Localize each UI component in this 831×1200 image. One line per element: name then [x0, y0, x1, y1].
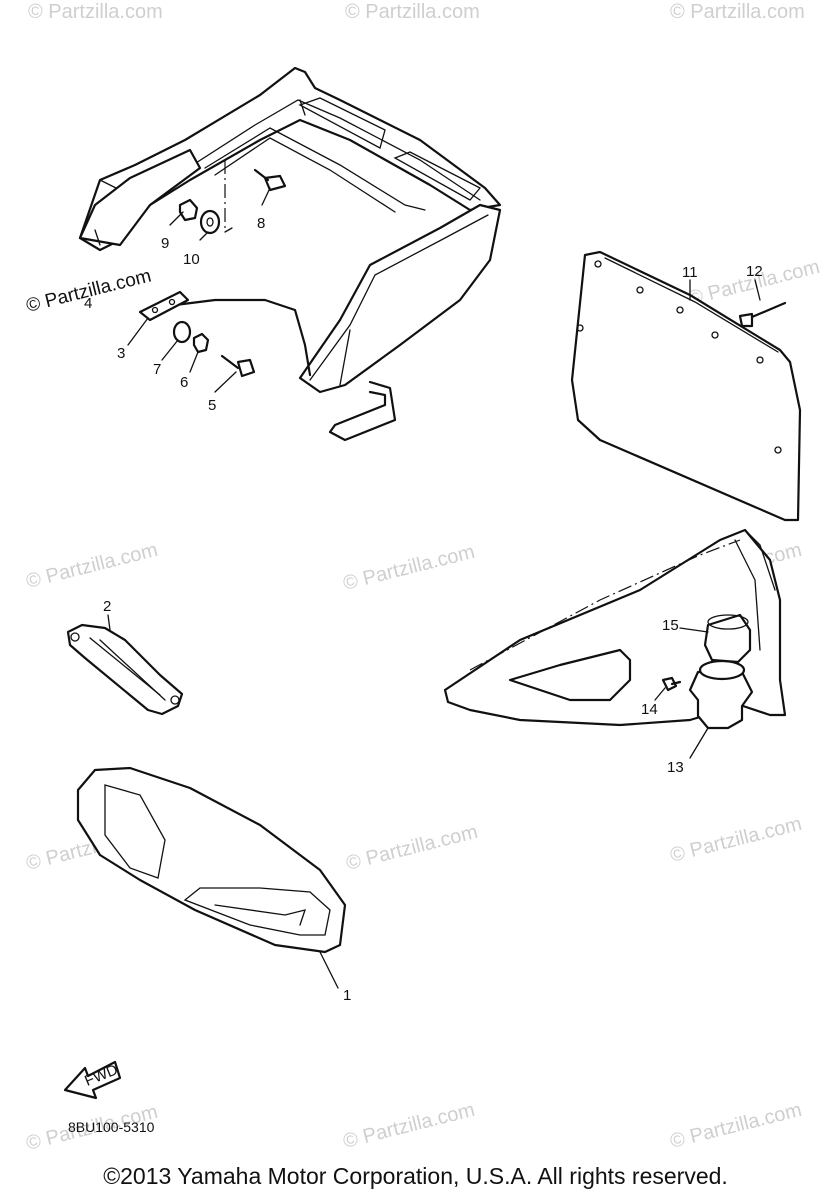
copyright-notice: ©2013 Yamaha Motor Corporation, U.S.A. A… — [103, 1163, 728, 1189]
callout-6: 6 — [180, 374, 188, 391]
lamp-housing-2 — [66, 623, 184, 716]
watermark: © Partzilla.com — [668, 813, 804, 867]
cover-1 — [76, 766, 347, 954]
callout-12: 12 — [746, 263, 763, 280]
watermark: © Partzilla.com — [28, 1, 163, 23]
watermark: © Partzilla.com — [345, 1, 480, 23]
callout-11: 11 — [682, 264, 698, 281]
callout-4: 4 — [84, 295, 92, 312]
callout-8: 8 — [257, 215, 265, 232]
cowl-assembly — [443, 528, 787, 730]
callout-5: 5 — [208, 397, 216, 414]
callout-14: 14 — [641, 701, 658, 718]
callout-7: 7 — [153, 361, 161, 378]
leader-lines — [107, 187, 761, 989]
callout-15: 15 — [662, 617, 679, 634]
fwd-arrow: FWD — [63, 1060, 122, 1100]
watermark: © Partzilla.com — [668, 1099, 804, 1153]
panel-11 — [570, 250, 802, 522]
callout-1: 1 — [343, 987, 351, 1004]
hardware-bolts — [172, 168, 287, 378]
diagram-code: 8BU100-5310 — [68, 1119, 155, 1135]
frame-assembly — [78, 66, 502, 442]
watermark: © Partzilla.com — [670, 1, 805, 23]
callout-3: 3 — [117, 345, 125, 362]
callout-2: 2 — [103, 598, 111, 615]
callout-labels: 1 2 3 4 5 6 7 8 9 10 11 12 13 14 15 — [84, 215, 763, 1004]
callout-13: 13 — [667, 759, 684, 776]
watermark: © Partzilla.com — [24, 539, 160, 593]
watermark: © Partzilla.com — [341, 1099, 477, 1153]
watermark: © Partzilla.com — [344, 821, 480, 875]
watermark: © Partzilla.com — [341, 541, 477, 595]
callout-10: 10 — [183, 251, 200, 268]
callout-9: 9 — [161, 235, 169, 252]
